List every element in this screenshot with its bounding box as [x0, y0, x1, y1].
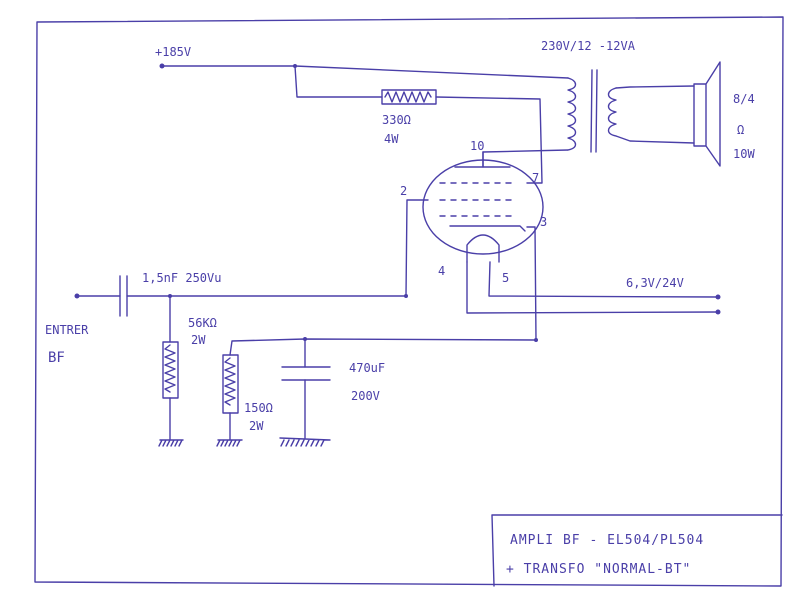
tube-cathode [449, 225, 526, 232]
wire-secondary [615, 85, 695, 144]
transformer-core [590, 69, 598, 153]
page-border [34, 16, 784, 587]
wire-heater [466, 261, 719, 314]
input-capacitor [119, 275, 128, 317]
wire-to-screen-resistor [294, 65, 383, 98]
label-pin-10: 10 [470, 139, 484, 153]
transformer-secondary [607, 87, 617, 137]
label-pin-4: 4 [438, 264, 445, 278]
label-r-grid-power: 2W [191, 333, 206, 347]
label-pin-3: 3 [540, 215, 547, 229]
label-cap-in: 1,5nF 250Vu [142, 271, 221, 285]
resistor-grid-leak [162, 341, 179, 399]
label-heater: 6,3V/24V [626, 276, 684, 290]
ground-3 [279, 437, 331, 447]
wire-cathode [229, 226, 537, 356]
heater-terminal-2 [715, 309, 721, 315]
wire-primary-bottom [482, 149, 569, 168]
heater-terminal-1 [715, 294, 721, 300]
label-r-anode-power: 4W [384, 132, 399, 146]
label-speaker-impedance: 8/4 [733, 92, 755, 106]
label-cap-cathode-voltage: 200V [351, 389, 380, 403]
transformer-primary [567, 77, 577, 151]
input-terminal [74, 293, 80, 299]
speaker [693, 61, 721, 167]
ground-2 [216, 439, 243, 447]
label-r-cathode-value: 150Ω [244, 401, 273, 415]
resistor-cathode-zigzag [224, 357, 236, 406]
label-speaker-power: 10W [733, 147, 755, 161]
title-block [491, 514, 783, 587]
label-input-2: BF [48, 350, 65, 366]
title-line-2: + TRANSFO "NORMAL-BT" [506, 562, 691, 577]
label-pin-5: 5 [502, 271, 509, 285]
supply-rail [161, 65, 569, 79]
ground-1 [158, 439, 184, 447]
wire-grid [405, 199, 429, 297]
tube-heater [466, 234, 500, 263]
label-supply: +185V [155, 45, 191, 59]
title-line-1: AMPLI BF - EL504/PL504 [510, 533, 704, 548]
label-r-anode-value: 330Ω [382, 113, 411, 127]
label-pin-7: 7 [532, 171, 539, 185]
label-speaker-omega: Ω [737, 123, 744, 137]
cathode-capacitor [281, 366, 331, 381]
cathode-node [534, 338, 538, 342]
resistor-grid-leak-zigzag [164, 344, 176, 393]
resistor-330-zigzag [384, 91, 432, 103]
label-input-1: ENTRER [45, 323, 89, 337]
label-cap-cathode-value: 470uF [349, 361, 385, 375]
label-r-grid-value: 56KΩ [188, 316, 217, 330]
tube-envelope [422, 159, 544, 255]
label-transformer: 230V/12 -12VA [541, 39, 636, 53]
tube-anode [454, 151, 511, 168]
wire-screen [435, 96, 543, 184]
label-r-cathode-power: 2W [249, 419, 264, 433]
label-pin-2: 2 [400, 184, 407, 198]
